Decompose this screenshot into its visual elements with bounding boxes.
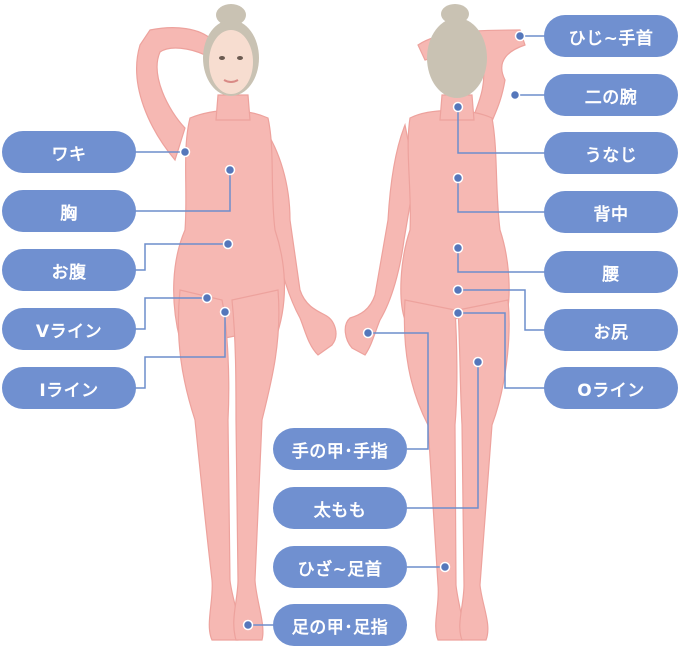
label-unaji[interactable]: うなじ [544,132,678,174]
label-mune[interactable]: 胸 [2,190,136,232]
back-head [427,4,487,98]
label-ashi-no-kou[interactable]: 足の甲･足指 [273,604,407,646]
label-ohara[interactable]: お腹 [2,249,136,291]
label-senaka[interactable]: 背中 [544,191,678,233]
label-v-line[interactable]: Vライン [2,308,136,350]
front-head [203,4,259,96]
label-hiji-tekubi[interactable]: ひじ~手首 [544,15,678,57]
label-hiza-ashikubi[interactable]: ひざ~足首 [273,546,407,588]
label-te-no-kou[interactable]: 手の甲･手指 [273,428,407,470]
label-futomomo[interactable]: 太もも [273,487,407,529]
label-oshiri[interactable]: お尻 [544,309,678,351]
label-ni-no-ude[interactable]: 二の腕 [544,74,678,116]
label-waki[interactable]: ワキ [2,131,136,173]
label-o-line[interactable]: Oライン [544,367,678,409]
front-body-figure [136,27,337,641]
label-koshi[interactable]: 腰 [544,251,678,293]
label-i-line[interactable]: Iライン [2,367,136,409]
connector-lines [134,35,548,626]
marker-dots [179,30,526,631]
